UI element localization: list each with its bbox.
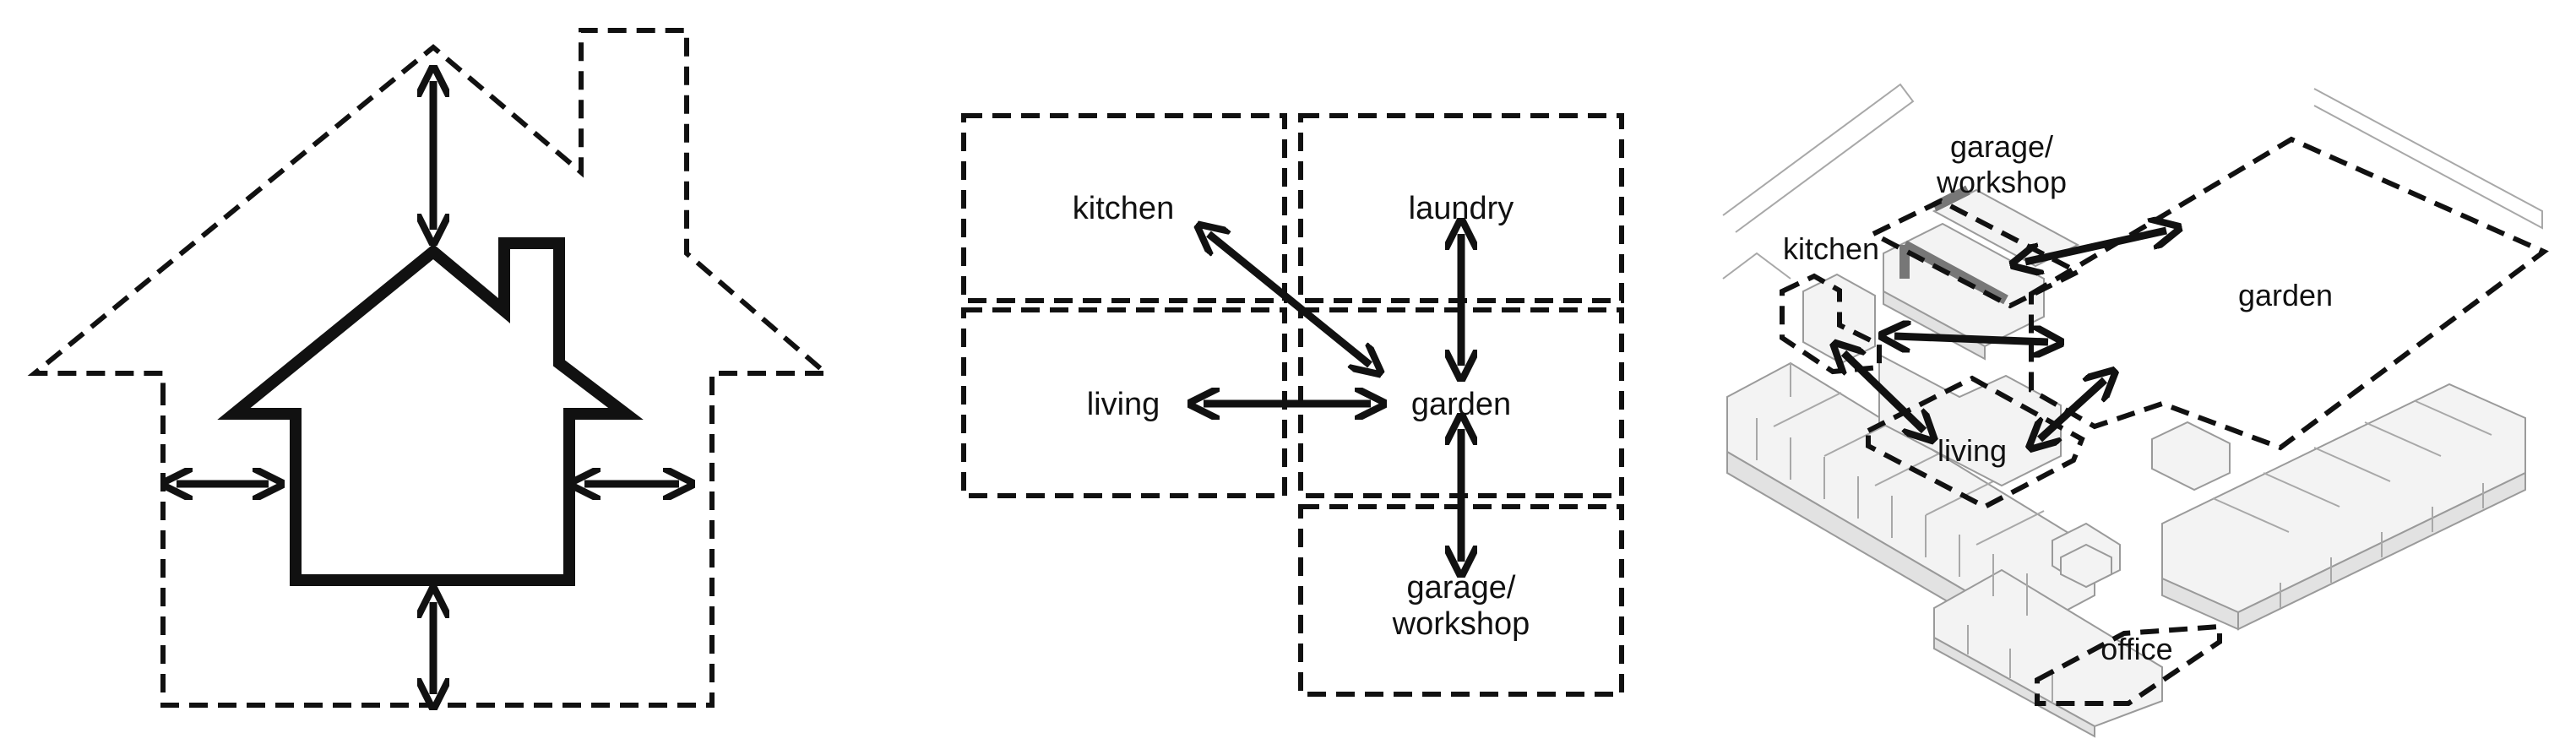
axo-label-garage-line2: workshop bbox=[1936, 165, 2067, 199]
axo-label-garage-line1: garage/ bbox=[1950, 129, 2053, 164]
room-label-garage-line2: workshop bbox=[1392, 606, 1530, 642]
zone-office bbox=[2035, 623, 2222, 706]
plan-panel: kitchen laundry living garden garage/ wo… bbox=[961, 113, 1624, 697]
garage-roof-highlight bbox=[1902, 240, 2008, 305]
axo-label-living: living bbox=[1937, 433, 2007, 468]
axo-panel: garage/ workshop kitchen garden living o… bbox=[1722, 83, 2549, 738]
zone-kitchen bbox=[1780, 273, 1882, 375]
room-label-garden: garden bbox=[1411, 387, 1511, 422]
room-label-garage-line1: garage/ bbox=[1407, 570, 1516, 606]
room-label-kitchen: kitchen bbox=[1073, 191, 1174, 226]
room-label-laundry: laundry bbox=[1409, 191, 1514, 226]
axo-arrow-living-garden bbox=[2040, 380, 2105, 439]
house-panel bbox=[27, 28, 834, 708]
axo-label-office: office bbox=[2100, 632, 2172, 666]
right-building-row bbox=[2060, 383, 2526, 631]
zone-garage bbox=[1867, 198, 2084, 309]
site-linework bbox=[1722, 83, 2543, 280]
axo-arrow-kitchen-living bbox=[1844, 353, 1924, 431]
outer-house-outline bbox=[27, 28, 834, 708]
link-kitchen-garden bbox=[1209, 234, 1370, 365]
axo-label-garden: garden bbox=[2238, 278, 2333, 312]
inner-house-outline bbox=[217, 237, 644, 586]
axo-label-kitchen: kitchen bbox=[1783, 231, 1879, 266]
axo-arrow-kitchen-garden bbox=[1894, 336, 2048, 342]
axo-arrow-garage-garden bbox=[2025, 231, 2166, 262]
left-building-row bbox=[1726, 361, 2163, 738]
room-box-kitchen bbox=[961, 113, 1287, 303]
room-label-living: living bbox=[1087, 387, 1160, 422]
